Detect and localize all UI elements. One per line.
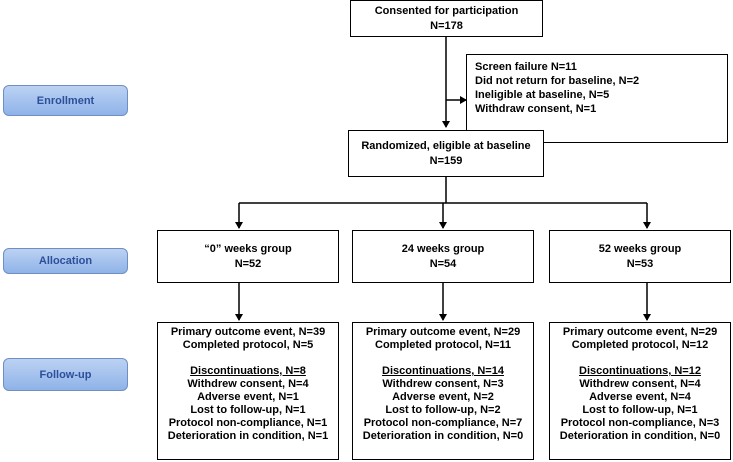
randomized-count: N=159 bbox=[429, 154, 463, 167]
excluded-box: Screen failure N=11 Did not return for b… bbox=[466, 54, 728, 143]
followup-box-0: Primary outcome event, N=39 Completed pr… bbox=[157, 322, 339, 460]
discontinuation-reason: Deterioration in condition, N=0 bbox=[559, 430, 721, 442]
followup-box-52: Primary outcome event, N=29 Completed pr… bbox=[549, 322, 731, 460]
discontinuation-reason: Protocol non-compliance, N=3 bbox=[560, 417, 720, 429]
stage-enrollment: Enrollment bbox=[3, 85, 128, 116]
discontinuations-heading: Discontinuations, N=8 bbox=[190, 365, 306, 377]
consented-label: Consented for participation bbox=[374, 4, 519, 17]
discontinuation-reason: Adverse event, N=2 bbox=[392, 391, 494, 403]
discontinuation-reason: Withdrew consent, N=4 bbox=[579, 378, 701, 390]
group-count: N=52 bbox=[234, 257, 262, 270]
group-name: “0” weeks group bbox=[204, 242, 292, 255]
discontinuations-heading: Discontinuations, N=14 bbox=[382, 365, 504, 377]
discontinuation-reason: Withdrew consent, N=4 bbox=[187, 378, 309, 390]
randomized-box: Randomized, eligible at baseline N=159 bbox=[348, 130, 544, 177]
completed-protocol: Completed protocol, N=5 bbox=[182, 339, 314, 351]
primary-outcome: Primary outcome event, N=39 bbox=[170, 326, 326, 338]
stage-followup-label: Follow-up bbox=[39, 368, 92, 381]
primary-outcome: Primary outcome event, N=29 bbox=[562, 326, 718, 338]
stage-enrollment-label: Enrollment bbox=[36, 94, 95, 107]
completed-protocol: Completed protocol, N=12 bbox=[571, 339, 709, 351]
randomized-label: Randomized, eligible at baseline bbox=[361, 139, 531, 152]
group-name: 24 weeks group bbox=[401, 242, 485, 255]
discontinuation-reason: Lost to follow-up, N=1 bbox=[582, 404, 698, 416]
completed-protocol: Completed protocol, N=11 bbox=[375, 339, 511, 351]
discontinuation-reason: Deterioration in condition, N=1 bbox=[167, 430, 329, 442]
stage-allocation-label: Allocation bbox=[38, 255, 93, 267]
group-box-24: 24 weeks group N=54 bbox=[352, 230, 534, 283]
discontinuation-reason: Adverse event, N=4 bbox=[589, 391, 691, 403]
discontinuations-heading: Discontinuations, N=12 bbox=[579, 365, 701, 377]
discontinuation-reason: Protocol non-compliance, N=7 bbox=[363, 417, 523, 429]
consented-box: Consented for participation N=178 bbox=[350, 0, 543, 37]
discontinuation-reason: Adverse event, N=1 bbox=[197, 391, 299, 403]
group-count: N=54 bbox=[429, 257, 457, 270]
excluded-item: Screen failure N=11 bbox=[475, 61, 577, 73]
primary-outcome: Primary outcome event, N=29 bbox=[365, 326, 521, 338]
consented-count: N=178 bbox=[430, 19, 463, 32]
discontinuation-reason: Lost to follow-up, N=1 bbox=[190, 404, 306, 416]
group-box-0: “0” weeks group N=52 bbox=[157, 230, 339, 283]
excluded-item: Withdraw consent, N=1 bbox=[475, 103, 597, 115]
stage-followup: Follow-up bbox=[3, 358, 128, 391]
discontinuation-reason: Protocol non-compliance, N=1 bbox=[168, 417, 328, 429]
discontinuation-reason: Withdrew consent, N=3 bbox=[382, 378, 504, 390]
excluded-item: Did not return for baseline, N=2 bbox=[475, 75, 640, 87]
discontinuation-reason: Deterioration in condition, N=0 bbox=[362, 430, 524, 442]
discontinuation-reason: Lost to follow-up, N=2 bbox=[385, 404, 501, 416]
group-box-52: 52 weeks group N=53 bbox=[549, 230, 731, 283]
followup-box-24: Primary outcome event, N=29 Completed pr… bbox=[352, 322, 534, 460]
excluded-item: Ineligible at baseline, N=5 bbox=[475, 89, 610, 101]
group-count: N=53 bbox=[626, 257, 654, 270]
stage-allocation: Allocation bbox=[3, 248, 128, 274]
group-name: 52 weeks group bbox=[598, 242, 682, 255]
